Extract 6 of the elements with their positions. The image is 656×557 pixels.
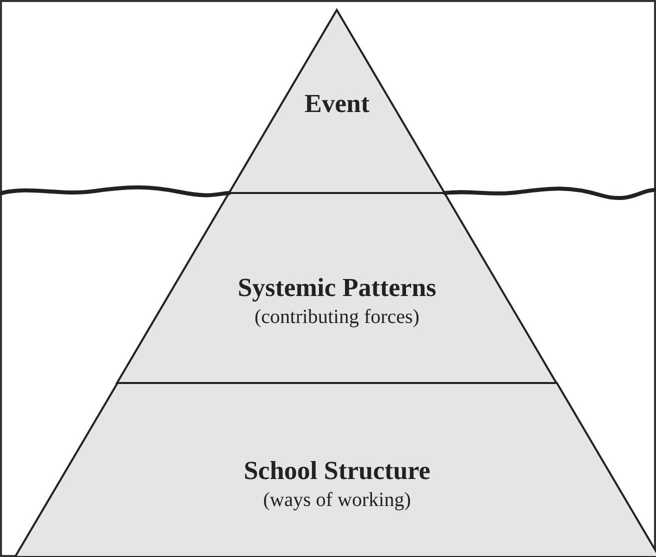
tier-title: Event <box>304 88 370 120</box>
tier-title: Systemic Patterns <box>238 272 436 304</box>
tier-subtitle: (ways of working) <box>263 488 411 512</box>
tier-subtitle: (contributing forces) <box>254 304 420 330</box>
tier-title: School Structure <box>244 455 430 487</box>
pyramid-tier <box>14 383 656 557</box>
